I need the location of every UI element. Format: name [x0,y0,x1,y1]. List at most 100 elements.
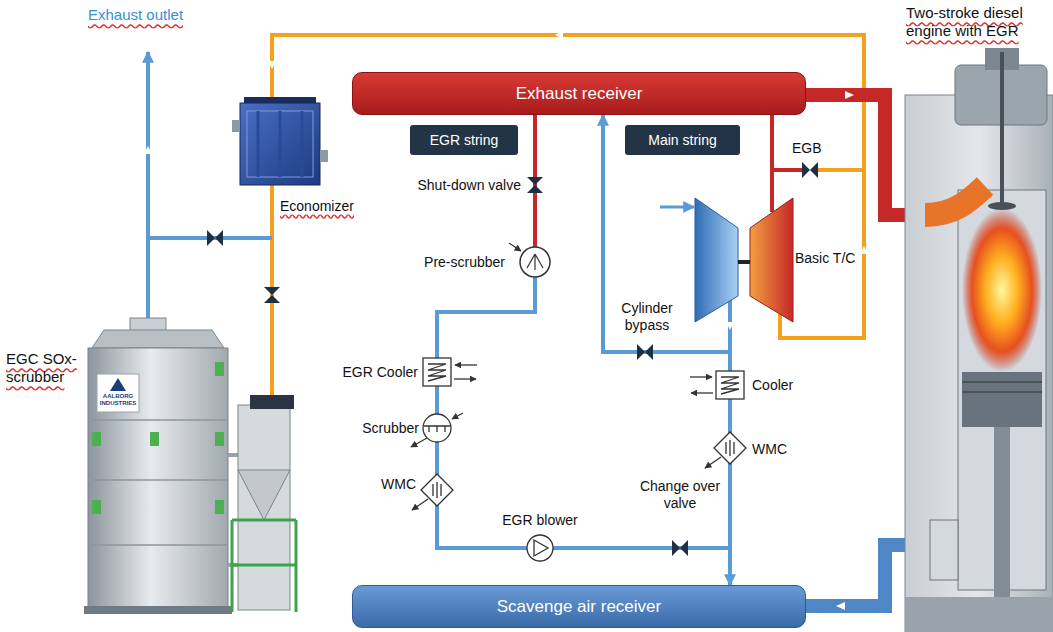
egc-scrubber-tower [88,348,228,610]
wmc-symbol [433,482,441,498]
engine-illustration [925,186,985,215]
egc-scrubber-tower [238,470,290,520]
economizer-picture [232,120,240,132]
egc-scrubber-tower [92,330,224,348]
label-box: Change over valve [630,478,730,512]
egc-scrubber-tower [232,520,296,612]
part-label: Shut-down valve [417,177,521,194]
flow-arrow [144,31,868,610]
label-box: Two-stroke diesel engine with EGR [906,4,1050,40]
string-tag: EGR string [410,125,518,155]
part-label: Cylinder bypass [612,300,682,334]
part-label: WMC [752,441,787,458]
economizer-picture [320,150,328,162]
blower-symbol [534,540,548,556]
economizer-picture [232,97,328,185]
cooler-symbol [721,377,739,394]
engine-illustration [905,48,1053,632]
part-label: Basic T/C [795,250,855,267]
economizer-picture [258,111,302,177]
receiver-band: Scavenge air receiver [352,585,806,628]
blower-symbol [527,535,553,561]
node-text: EGR string [430,132,498,148]
part-label: EGC SOx-scrubber [6,350,84,386]
egc-scrubber-tower [110,378,126,391]
scrubber-symbol [424,426,450,432]
flow-arrow [144,146,152,154]
cooler-symbol [428,364,446,381]
valve-symbol [637,344,653,360]
egc-scrubber-tower [150,432,159,446]
egc-scrubber-tower [92,432,101,446]
blower-symbol [527,535,553,561]
exhaust-pipe-red [772,168,802,172]
cooler-symbol [455,364,477,365]
egc-scrubber-tower [250,395,294,409]
part-label: EGR blower [490,512,590,529]
economizer-picture [247,111,313,177]
cooler-symbol [690,376,712,377]
pre-scrubber-symbol [520,247,550,277]
air-pipe-blue [660,206,694,209]
air-pipe-blue [146,52,150,322]
cooler-symbol [691,392,713,393]
cooler-symbol [454,378,476,379]
label-box: Scrubber [362,420,419,437]
flow-arrow [860,246,868,254]
scrubber-symbol [452,413,463,419]
flow-arrow [836,602,845,610]
turbocharger [738,260,750,264]
turbocharger [695,198,793,322]
part-label: Exhaust outlet [88,6,183,24]
receiver-band: Exhaust receiver [352,72,806,115]
label-box: Economizer [280,198,354,215]
label-box: Shut-down valve [417,177,521,194]
egc-scrubber-tower [92,500,101,514]
label-box: Cooler [752,377,793,394]
node-text: Exhaust receiver [516,84,643,104]
egc-scrubber-tower [97,374,139,412]
cooler-symbol [423,358,451,386]
engine-illustration [905,597,1053,632]
flow-arrow [726,322,734,330]
egc-scrubber-tower [215,432,224,446]
valve-symbol [207,162,818,556]
egc-scrubber-tower [84,318,296,614]
cooler-symbol [423,358,744,399]
label-box: EGC SOx-scrubber [6,350,84,386]
part-label: Change over valve [630,478,730,512]
wmc-symbol [412,499,428,510]
pre-scrubber-symbol [509,243,550,277]
label-box: Pre-scrubber [424,254,505,271]
engine-illustration [930,520,958,580]
label-box: WMC [381,476,416,493]
node-text: Scavenge air receiver [497,597,661,617]
economizer-picture [240,103,320,185]
valve-symbol [672,540,688,556]
flow-arrow [268,61,276,69]
egc-scrubber-tower [88,420,228,545]
exhaust-pipe-orange [272,35,864,338]
exhaust-pipe-red [770,115,774,212]
egc-scrubber-tower [215,500,224,514]
part-label: Economizer [280,198,354,215]
part-label: Cooler [752,377,793,394]
engine-illustration [988,202,1016,210]
label-box: Cylinder bypass [612,300,682,334]
label-box: Basic T/C [795,250,855,267]
label-box: EGB [792,140,822,157]
string-tag: Main string [625,125,740,155]
label-box: EGR blower [490,512,590,529]
logo-text: AALBORG INDUSTRIES [98,393,138,407]
part-label: EGB [792,140,822,157]
valve-symbol [802,162,818,178]
label-box: Exhaust outlet [88,6,183,24]
flow-arrow [555,31,563,39]
part-label: Two-stroke diesel engine with EGR [906,4,1050,40]
pre-scrubber-symbol [509,243,521,251]
part-label: EGR Cooler [343,364,418,381]
part-label: Pre-scrubber [424,254,505,271]
engine-illustration [962,382,1042,392]
pipe-connector [603,115,730,585]
